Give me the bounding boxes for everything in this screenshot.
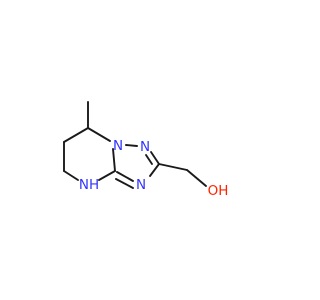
bond-n3-c8a-double bbox=[115, 178, 134, 189]
bond-ch2-oh bbox=[186, 169, 207, 187]
atom-oh-label: OH bbox=[208, 183, 229, 199]
bond-n2-c2 bbox=[150, 151, 160, 165]
structure-canvas: N N N NH OH bbox=[63, 101, 229, 199]
atom-n2-label: N bbox=[140, 139, 150, 155]
atom-n3-label: N bbox=[136, 177, 146, 193]
bond-c7-n1 bbox=[87, 127, 111, 142]
atom-n1-label: N bbox=[113, 138, 123, 154]
atom-nh-label: NH bbox=[79, 177, 99, 193]
bond-c2-ch2 bbox=[158, 163, 188, 171]
bond-c5-nh bbox=[63, 170, 79, 181]
molecule-diagram: N N N NH OH bbox=[63, 101, 229, 199]
bond-c2-n3 bbox=[149, 163, 160, 177]
bond-n1-c8a bbox=[112, 148, 116, 172]
bond-group bbox=[63, 101, 207, 189]
bond-c7-c6 bbox=[63, 127, 89, 143]
bond-n1-n2 bbox=[125, 144, 138, 147]
bond-n2-c2-inner bbox=[145, 154, 153, 165]
bond-nh-c8a bbox=[98, 170, 116, 181]
bond-n3-c8a bbox=[116, 171, 134, 182]
